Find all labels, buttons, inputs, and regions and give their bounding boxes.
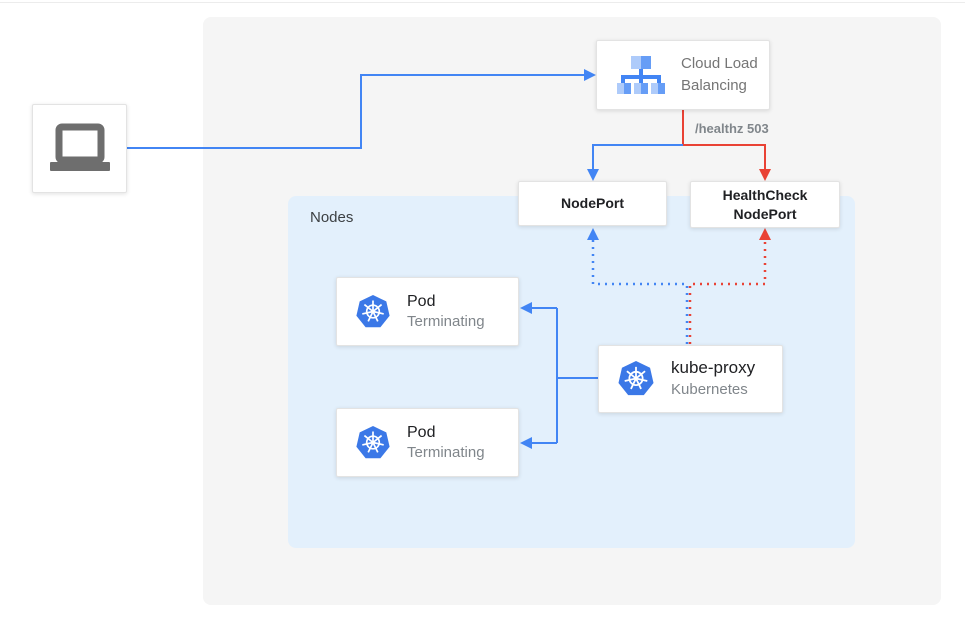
top-divider <box>0 2 965 3</box>
cloud-load-balancing-label: Cloud Load Balancing <box>681 55 758 94</box>
kube-proxy-title: kube-proxy <box>671 358 756 378</box>
kube-proxy-subtitle: Kubernetes <box>671 381 748 399</box>
nodeport-node: NodePort <box>518 181 667 226</box>
pod-node-2: Pod Terminating <box>336 408 519 477</box>
healthcheck-nodeport-node: HealthCheck NodePort <box>690 181 840 228</box>
kube-proxy-node: kube-proxy Kubernetes <box>598 345 783 413</box>
load-balancer-icon <box>617 56 665 94</box>
nodeport-label: NodePort <box>561 195 624 212</box>
pod-title: Pod <box>407 292 436 310</box>
kubernetes-icon <box>355 294 391 330</box>
pod-status: Terminating <box>407 313 485 331</box>
laptop-icon <box>49 123 110 171</box>
pod-status: Terminating <box>407 444 485 462</box>
cloud-load-balancing-node: Cloud Load Balancing <box>596 40 770 110</box>
pod-title: Pod <box>407 423 436 441</box>
client-node <box>32 104 127 193</box>
pod-node-1: Pod Terminating <box>336 277 519 346</box>
kubernetes-icon <box>617 360 655 398</box>
healthcheck-nodeport-label: HealthCheck NodePort <box>722 187 808 222</box>
kubernetes-icon <box>355 425 391 461</box>
nodes-group-label: Nodes <box>310 209 354 226</box>
healthz-status-label: /healthz 503 <box>695 121 769 136</box>
